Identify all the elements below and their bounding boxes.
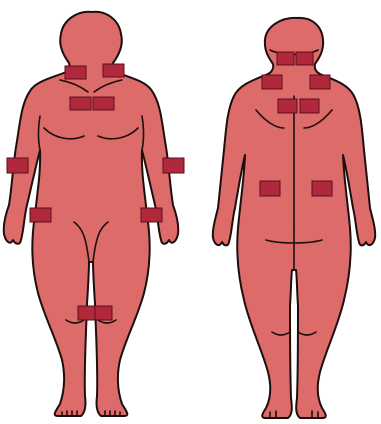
tender-point-back-supraspinatus-right: [300, 99, 319, 113]
tender-point-front-greater-trochanter-right: [141, 208, 162, 222]
tender-point-back-gluteal-left: [260, 181, 280, 196]
tender-point-back-gluteal-right: [312, 181, 332, 196]
tender-point-back-trapezius-right: [310, 75, 330, 89]
tender-point-front-lateral-elbow-right: [163, 158, 184, 173]
tender-point-back-occiput-right: [296, 52, 313, 65]
tender-point-front-low-cervical-right: [103, 64, 124, 77]
tender-point-back-occiput-left: [277, 52, 294, 65]
tender-point-front-second-rib-right: [93, 97, 114, 110]
tender-point-front-knee-left: [78, 306, 95, 320]
tender-point-front-greater-trochanter-left: [30, 208, 51, 222]
tender-point-back-trapezius-left: [262, 75, 282, 89]
tender-point-front-knee-right: [95, 306, 112, 320]
tender-point-front-lateral-elbow-left: [7, 158, 28, 173]
tender-point-front-second-rib-left: [70, 97, 91, 110]
tender-point-front-low-cervical-left: [65, 66, 86, 79]
tender-point-back-supraspinatus-left: [278, 99, 297, 113]
